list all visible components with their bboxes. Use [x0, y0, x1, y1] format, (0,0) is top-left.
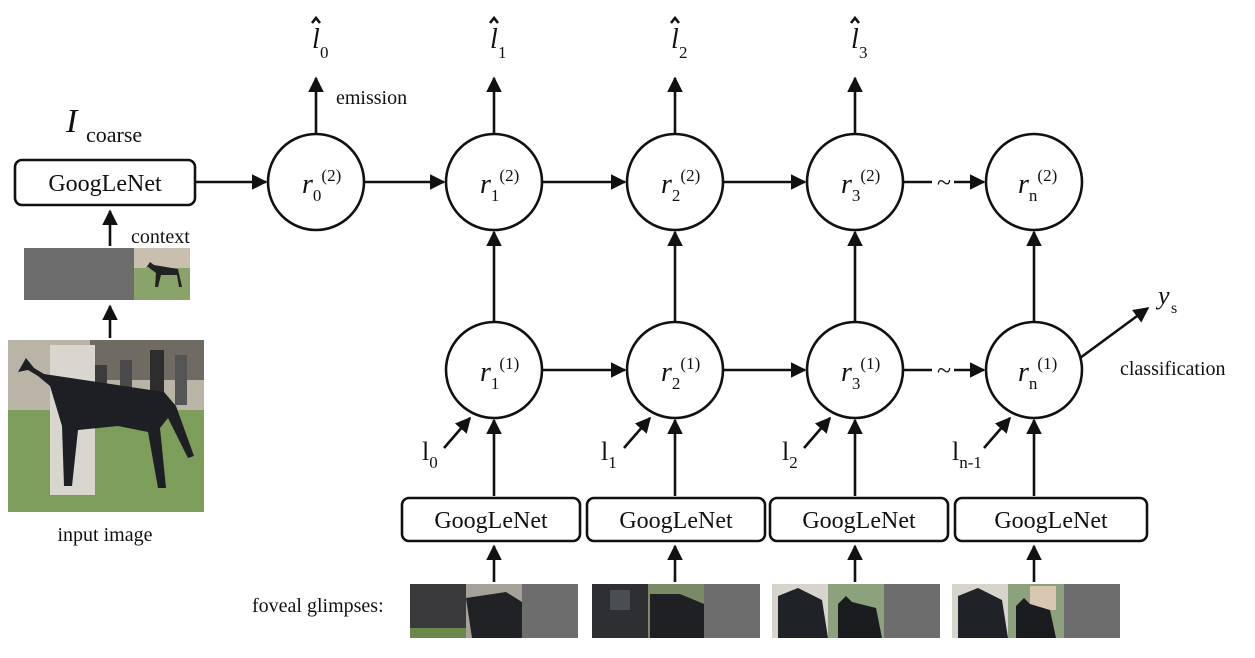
- node-r3-2-label: r3(2): [841, 166, 880, 205]
- node-r3-1: [805, 320, 905, 420]
- top-break-symbol: ~: [937, 168, 951, 197]
- context-label: context: [131, 226, 190, 248]
- glimpse-googlenet-label-3: GoogLeNet: [802, 508, 916, 534]
- glimpse-googlenet-box-n: [953, 496, 1149, 543]
- svg-text:2: 2: [679, 43, 688, 62]
- context-image: [24, 248, 190, 300]
- i-coarse-subscript: coarse: [86, 122, 142, 147]
- output-l2: l 2: [669, 15, 688, 62]
- glimpse-networks: GoogLeNet GoogLeNet GoogLeNet GoogLeNet: [400, 496, 1149, 582]
- node-r2-1: [625, 320, 725, 420]
- node-r1-1-label: r1(1): [480, 354, 519, 393]
- svg-text:l: l: [851, 24, 859, 55]
- input-image-label: input image: [58, 524, 153, 546]
- output-l1: l 1: [488, 15, 507, 62]
- emission-label: emission: [336, 87, 407, 109]
- output-y: y: [1155, 281, 1170, 310]
- node-rn-1: [984, 320, 1084, 420]
- svg-text:l: l: [490, 24, 498, 55]
- node-rn-1-label: rn(1): [1018, 354, 1057, 393]
- output-y-subscript: s: [1171, 300, 1177, 317]
- node-r2-2-label: r2(2): [661, 166, 700, 205]
- svg-text:3: 3: [859, 43, 868, 62]
- node-rn-2: [984, 132, 1084, 232]
- glimpse-googlenet-box-2: [585, 496, 767, 543]
- output-l3: l 3: [849, 15, 868, 62]
- glimpse-image-2: [592, 584, 760, 638]
- glimpse-googlenet-box-1: [400, 496, 582, 543]
- loc-arrow-0: [443, 416, 472, 449]
- svg-text:1: 1: [498, 43, 507, 62]
- glimpse-googlenet-label-2: GoogLeNet: [619, 508, 733, 534]
- coarse-googlenet-label: GoogLeNet: [48, 171, 162, 197]
- node-r3-1-label: r3(1): [841, 354, 880, 393]
- output-l0: l 0: [310, 15, 329, 62]
- classification-arrow: [1079, 306, 1150, 360]
- node-r1-2: [444, 132, 544, 232]
- node-r1-2-label: r1(2): [480, 166, 519, 205]
- node-r2-2: [625, 132, 725, 232]
- loc-label-0: l0: [422, 437, 438, 472]
- glimpse-image-3: [772, 584, 940, 638]
- svg-text:0: 0: [320, 43, 329, 62]
- svg-text:l: l: [312, 24, 320, 55]
- node-r0-2-label: r0(2): [302, 166, 341, 205]
- loc-arrow-2: [803, 416, 832, 449]
- loc-label-n: ln-1: [952, 437, 982, 472]
- i-coarse-label: I: [65, 103, 79, 140]
- top-row: r0(2) r1(2) r2(2) r3(2) rn(2) ~ emission…: [266, 15, 1084, 232]
- glimpse-image-n: [952, 584, 1120, 638]
- loc-arrow-n: [983, 416, 1012, 449]
- loc-arrow-1: [623, 416, 652, 449]
- svg-text:l: l: [671, 24, 679, 55]
- glimpse-googlenet-label-n: GoogLeNet: [994, 508, 1108, 534]
- loc-label-2: l2: [782, 437, 798, 472]
- glimpse-googlenet-label-1: GoogLeNet: [434, 508, 548, 534]
- node-r2-1-label: r2(1): [661, 354, 700, 393]
- node-r3-2: [805, 132, 905, 232]
- glimpse-image-1: [410, 584, 578, 638]
- bottom-break-symbol: ~: [937, 356, 951, 385]
- input-image: [8, 340, 204, 512]
- bottom-row: r1(1) r2(1) r3(1) rn(1) ~ y s classifica…: [422, 281, 1226, 496]
- loc-label-1: l1: [601, 437, 617, 472]
- foveal-glimpses-label: foveal glimpses:: [252, 595, 384, 617]
- node-r0-2: [266, 132, 366, 232]
- node-r1-1: [444, 320, 544, 420]
- node-rn-2-label: rn(2): [1018, 166, 1057, 205]
- glimpse-googlenet-box-3: [768, 496, 950, 543]
- classification-label: classification: [1120, 358, 1226, 380]
